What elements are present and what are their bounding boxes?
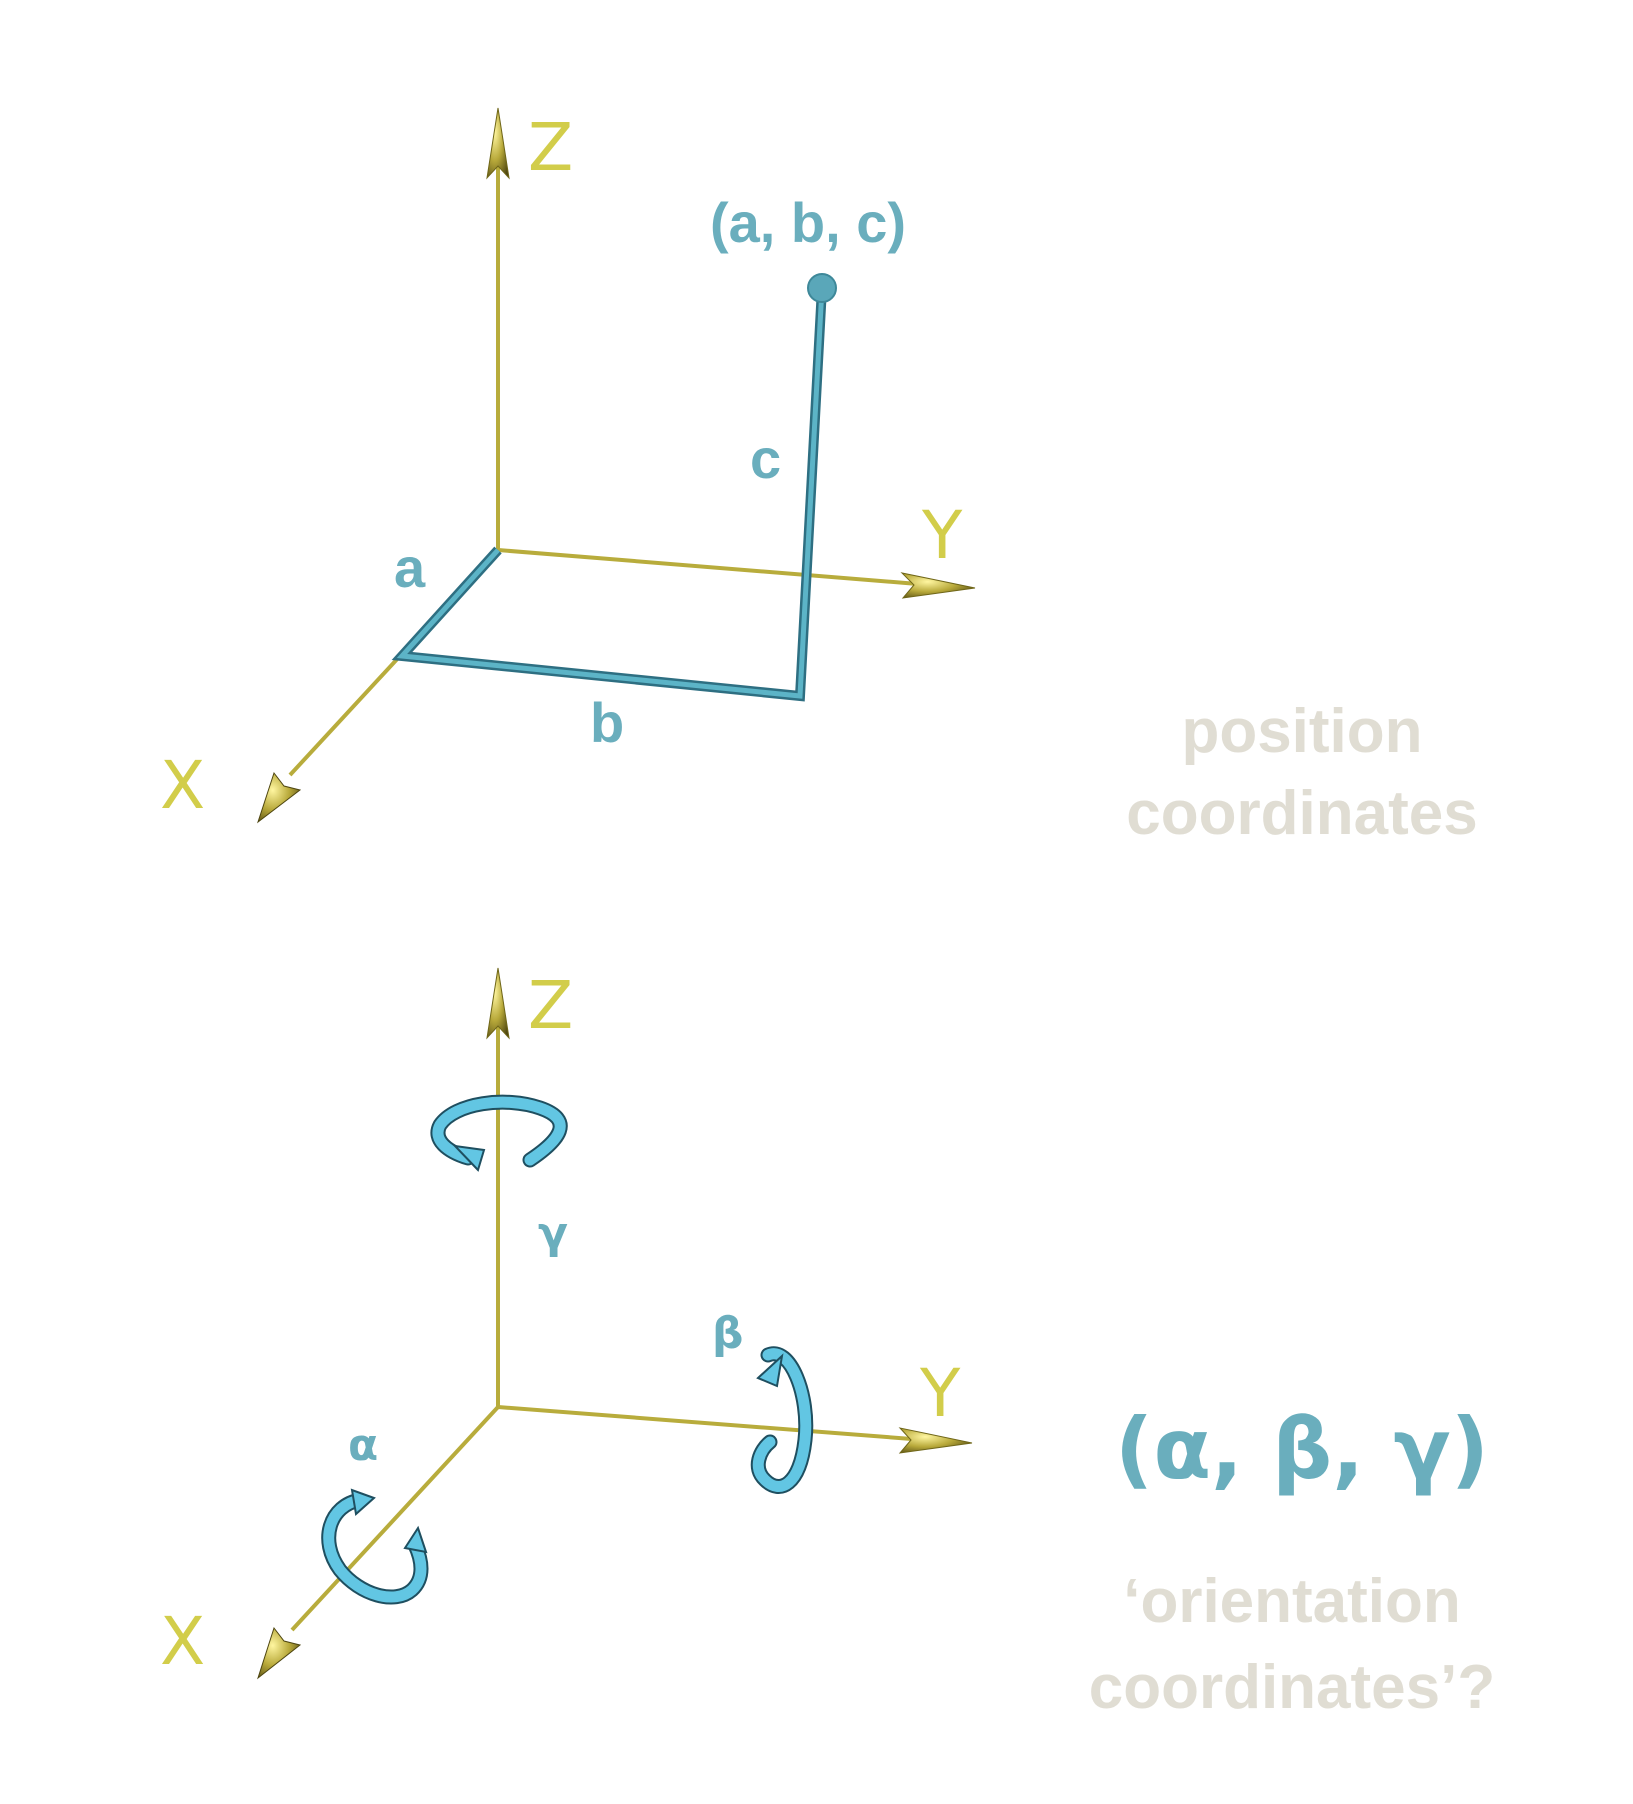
z-axis <box>486 967 510 1407</box>
segment-label-c: c <box>750 427 781 490</box>
y-axis <box>497 1405 973 1454</box>
segment-label-b: b <box>590 691 624 754</box>
x-axis <box>257 1405 500 1680</box>
orientation-caption-line1: ‘orientation <box>1123 1567 1461 1636</box>
z-axis-label: Z <box>528 109 573 186</box>
y-axis <box>497 548 976 599</box>
orientation-panel: Z Y X γ β α (α, β, γ) ‘orientation coord… <box>160 967 1495 1722</box>
alpha-label: α <box>348 1420 378 1471</box>
x-axis-label: X <box>160 747 205 824</box>
gamma-label: γ <box>538 1208 568 1259</box>
gamma-rotation-arrow <box>430 1094 568 1172</box>
point-abc <box>807 273 837 303</box>
coordinate-path <box>391 273 837 702</box>
y-axis-label: Y <box>919 1355 961 1432</box>
point-label: (a, b, c) <box>710 191 906 254</box>
position-caption-line1: position <box>1181 697 1422 766</box>
beta-rotation-arrow <box>750 1346 814 1494</box>
z-axis-label: Z <box>528 967 573 1044</box>
y-axis-label: Y <box>921 497 963 574</box>
beta-label: β <box>712 1308 744 1359</box>
orientation-caption-line2: coordinates’? <box>1089 1653 1496 1722</box>
segment-label-a: a <box>394 536 426 599</box>
position-panel: Z Y X (a, b, c) a b c position coordinat… <box>160 107 1478 848</box>
position-caption-line2: coordinates <box>1126 779 1477 848</box>
orientation-tuple-label: (α, β, γ) <box>1115 1400 1489 1498</box>
alpha-rotation-arrow <box>321 1488 429 1605</box>
x-axis-label: X <box>160 1603 205 1680</box>
z-axis <box>486 107 510 550</box>
